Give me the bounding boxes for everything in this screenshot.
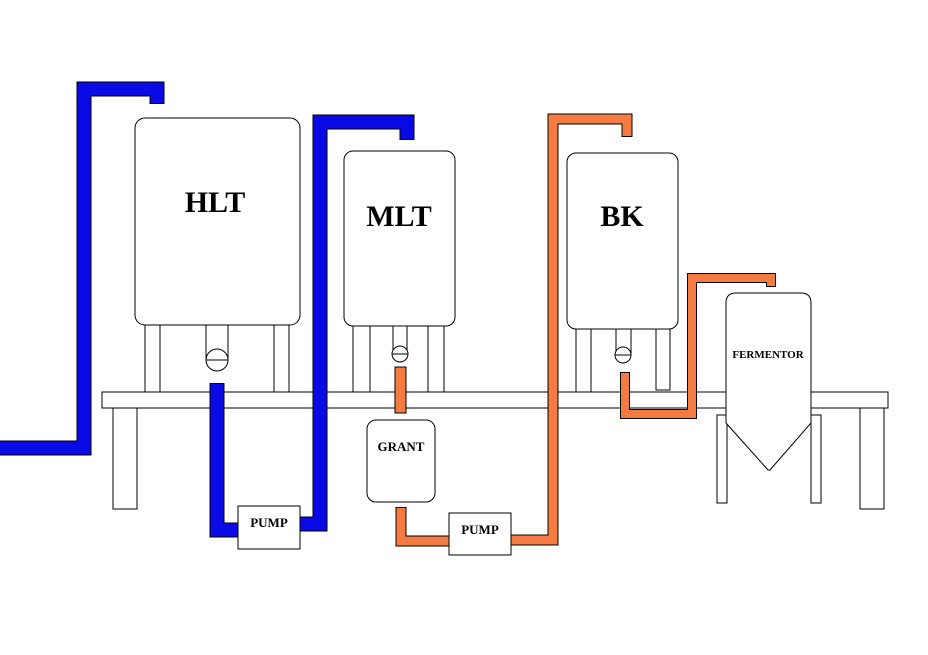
mlt-leg	[427, 325, 445, 393]
pump-box	[237, 505, 301, 550]
bk-to-fermentor-pipe	[621, 274, 775, 418]
table-leg-right	[859, 407, 885, 510]
hlt-vessel: HLT	[134, 117, 301, 393]
hlt-leg	[144, 324, 161, 393]
bk-tank	[566, 152, 679, 330]
pump-1: PUMP	[237, 505, 301, 550]
grant-vessel	[366, 419, 436, 503]
hlt-tank	[134, 117, 301, 326]
hlt-label: HLT	[185, 186, 246, 219]
pump-box	[448, 512, 512, 556]
hlt-to-pump-pipe	[210, 384, 240, 537]
fermentor-tank	[725, 292, 812, 471]
mlt-label: MLT	[366, 200, 432, 233]
fermentor-leg	[716, 414, 728, 504]
grant-to-pump-pipe	[396, 508, 451, 546]
grant-to-pump-pipe-outline	[395, 507, 451, 547]
bk-label: BK	[600, 200, 644, 233]
cold-pipes	[0, 81, 415, 538]
mlt-leg	[352, 325, 371, 393]
bk-vessel: BK	[566, 152, 679, 393]
mlt-vessel: MLT	[343, 150, 456, 393]
pump-label: PUMP	[461, 522, 499, 537]
hot-pipes	[394, 113, 776, 547]
table-leg-left	[112, 407, 138, 510]
mlt-tank	[343, 150, 456, 327]
mlt-to-grant-pipe	[394, 366, 407, 414]
cold-water-inlet-pipe	[0, 82, 164, 455]
fermentor-label: FERMENTOR	[732, 349, 804, 361]
bk-leg	[575, 328, 592, 393]
bk-leg	[655, 328, 671, 391]
pump-to-bk-pipe	[509, 114, 632, 545]
pump-label: PUMP	[250, 515, 288, 530]
fermentor-vessel: FERMENTOR	[716, 292, 822, 504]
grant-label: GRANT	[378, 439, 425, 454]
pump-2: PUMP	[448, 512, 512, 556]
pump-to-mlt-pipe	[298, 115, 414, 531]
fermentor-leg	[810, 414, 822, 504]
hlt-leg	[273, 324, 290, 393]
